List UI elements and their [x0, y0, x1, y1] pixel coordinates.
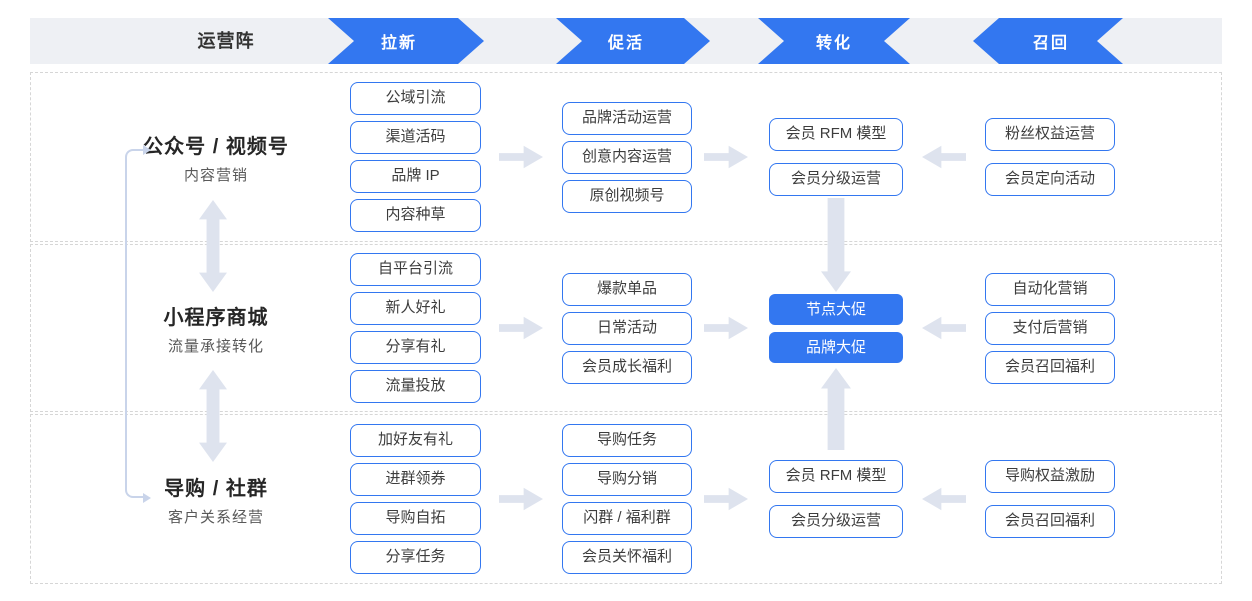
- flow-arrow-right-icon: [704, 145, 748, 169]
- tactic-box: 会员成长福利: [562, 350, 692, 384]
- row-title: 公众号 / 视频号: [143, 135, 289, 158]
- stage-banner-convert: 转化: [758, 18, 910, 64]
- tactic-box: 新人好礼: [350, 292, 481, 325]
- stage-banner-activate: 促活: [556, 18, 710, 64]
- flow-arrow-left-icon: [922, 145, 966, 169]
- tactic-box: 会员召回福利: [985, 505, 1115, 538]
- flow-arrow-left-icon: [922, 316, 966, 340]
- bracket-arrow-icon: [143, 145, 151, 155]
- tactic-box: 导购权益激励: [985, 460, 1115, 493]
- tactic-box: 爆款单品: [562, 272, 692, 306]
- row-title: 导购 / 社群: [164, 477, 268, 500]
- tactic-box: 创意内容运营: [562, 140, 692, 174]
- tactic-column: 自平台引流新人好礼分享有礼流量投放: [350, 245, 481, 411]
- tactic-box: 导购任务: [562, 424, 692, 457]
- row-label: 导购 / 社群 客户关系经营: [91, 415, 341, 583]
- flow-arrow-right-icon: [704, 487, 748, 511]
- tactic-column: 自动化营销支付后营销会员召回福利: [985, 245, 1115, 411]
- tactic-box: 会员分级运营: [769, 163, 903, 196]
- tactic-box: 支付后营销: [985, 311, 1115, 345]
- stage-banner-label: 促活: [607, 35, 644, 52]
- tactic-box: 自动化营销: [985, 272, 1115, 306]
- tactic-column: 导购权益激励会员召回福利: [985, 415, 1115, 583]
- tactic-box: 导购自拓: [350, 502, 481, 535]
- flow-arrow-left-icon: [922, 487, 966, 511]
- tactic-box: 加好友有礼: [350, 424, 481, 457]
- tactic-column: 爆款单品日常活动会员成长福利: [562, 245, 692, 411]
- tactic-box: 会员召回福利: [985, 350, 1115, 384]
- tactic-column: 节点大促品牌大促: [769, 245, 903, 411]
- row-subtitle: 客户关系经营: [167, 508, 264, 526]
- tactic-box: 会员 RFM 模型: [769, 118, 903, 151]
- tactic-box: 会员分级运营: [769, 505, 903, 538]
- flow-arrow-right-icon: [704, 316, 748, 340]
- row-panel-mini-program: 小程序商城 流量承接转化 自平台引流新人好礼分享有礼流量投放 爆款单品日常活动会…: [30, 244, 1222, 412]
- row-subtitle: 流量承接转化: [167, 337, 264, 355]
- tactic-box: 分享任务: [350, 541, 481, 574]
- tactic-box: 会员关怀福利: [562, 541, 692, 574]
- tactic-box: 内容种草: [350, 199, 481, 232]
- row-panel-official-account: 公众号 / 视频号 内容营销 公域引流渠道活码品牌 IP 内容种草 品牌活动运营创…: [30, 72, 1222, 242]
- stage-banner-recall: 召回: [973, 18, 1123, 64]
- stage-banner-label: 召回: [1032, 35, 1069, 52]
- tactic-box: 进群领券: [350, 463, 481, 496]
- stage-banner-label: 拉新: [380, 35, 417, 52]
- row-panel-guide-community: 导购 / 社群 客户关系经营 加好友有礼进群领券导购自拓分享任务 导购任务导购分…: [30, 414, 1222, 584]
- tactic-box: 流量投放: [350, 370, 481, 403]
- stage-banner-acquire: 拉新: [328, 18, 484, 64]
- row-label: 公众号 / 视频号 内容营销: [91, 73, 341, 241]
- tactic-box: 自平台引流: [350, 253, 481, 286]
- tactic-box: 品牌活动运营: [562, 101, 692, 135]
- tactic-box: 原创视频号: [562, 179, 692, 213]
- tactic-box: 品牌 IP: [350, 160, 481, 193]
- tactic-box: 分享有礼: [350, 331, 481, 364]
- row-label: 小程序商城 流量承接转化: [91, 245, 341, 411]
- tactic-box-highlight: 品牌大促: [769, 331, 903, 363]
- flow-arrow-right-icon: [499, 145, 543, 169]
- row-subtitle: 内容营销: [183, 166, 248, 184]
- tactic-column: 导购任务导购分销闪群 / 福利群会员关怀福利: [562, 415, 692, 583]
- tactic-box: 渠道活码: [350, 121, 481, 154]
- bracket-arrow-icon: [143, 493, 151, 503]
- tactic-column: 公域引流渠道活码品牌 IP 内容种草: [350, 73, 481, 241]
- tactic-box: 会员定向活动: [985, 163, 1115, 196]
- tactic-box: 日常活动: [562, 311, 692, 345]
- row-link-bracket: [125, 149, 145, 498]
- tactic-box-highlight: 节点大促: [769, 293, 903, 325]
- tactic-column: 会员 RFM 模型会员分级运营: [769, 415, 903, 583]
- flow-arrow-right-icon: [499, 316, 543, 340]
- tactic-box: 闪群 / 福利群: [562, 502, 692, 535]
- tactic-column: 品牌活动运营创意内容运营原创视频号: [562, 73, 692, 241]
- tactic-box: 粉丝权益运营: [985, 118, 1115, 151]
- tactic-column: 粉丝权益运营会员定向活动: [985, 73, 1115, 241]
- stage-banner-label: 转化: [815, 35, 852, 52]
- tactic-column: 会员 RFM 模型会员分级运营: [769, 73, 903, 241]
- tactic-column: 加好友有礼进群领券导购自拓分享任务: [350, 415, 481, 583]
- tactic-box: 会员 RFM 模型: [769, 460, 903, 493]
- stage-header: 运营阵 拉新 促活 转化 召回: [30, 18, 1222, 64]
- header-label: 运营阵: [197, 31, 255, 51]
- flow-arrow-right-icon: [499, 487, 543, 511]
- tactic-box: 公域引流: [350, 82, 481, 115]
- tactic-box: 导购分销: [562, 463, 692, 496]
- row-title: 小程序商城: [163, 306, 269, 329]
